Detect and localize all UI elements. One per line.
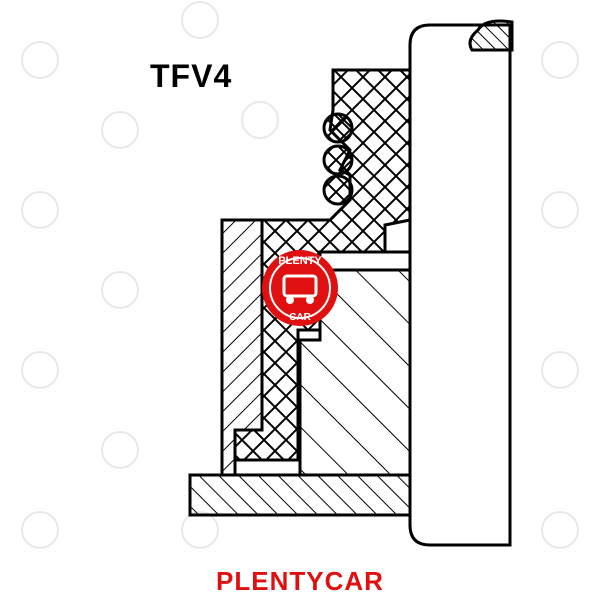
logo-top-text: PLENTY bbox=[278, 255, 322, 267]
rubber-lip bbox=[233, 68, 412, 462]
part-title: TFV4 bbox=[150, 58, 233, 94]
garter-spring bbox=[322, 112, 354, 206]
car-icon bbox=[282, 274, 318, 298]
shaft bbox=[408, 19, 514, 547]
watermark bbox=[21, 1, 579, 549]
brand-label: PLENTYCAR bbox=[216, 566, 384, 596]
logo-bottom-text: CAR bbox=[289, 312, 311, 323]
plentycar-logo: PLENTY CAR bbox=[262, 250, 338, 326]
